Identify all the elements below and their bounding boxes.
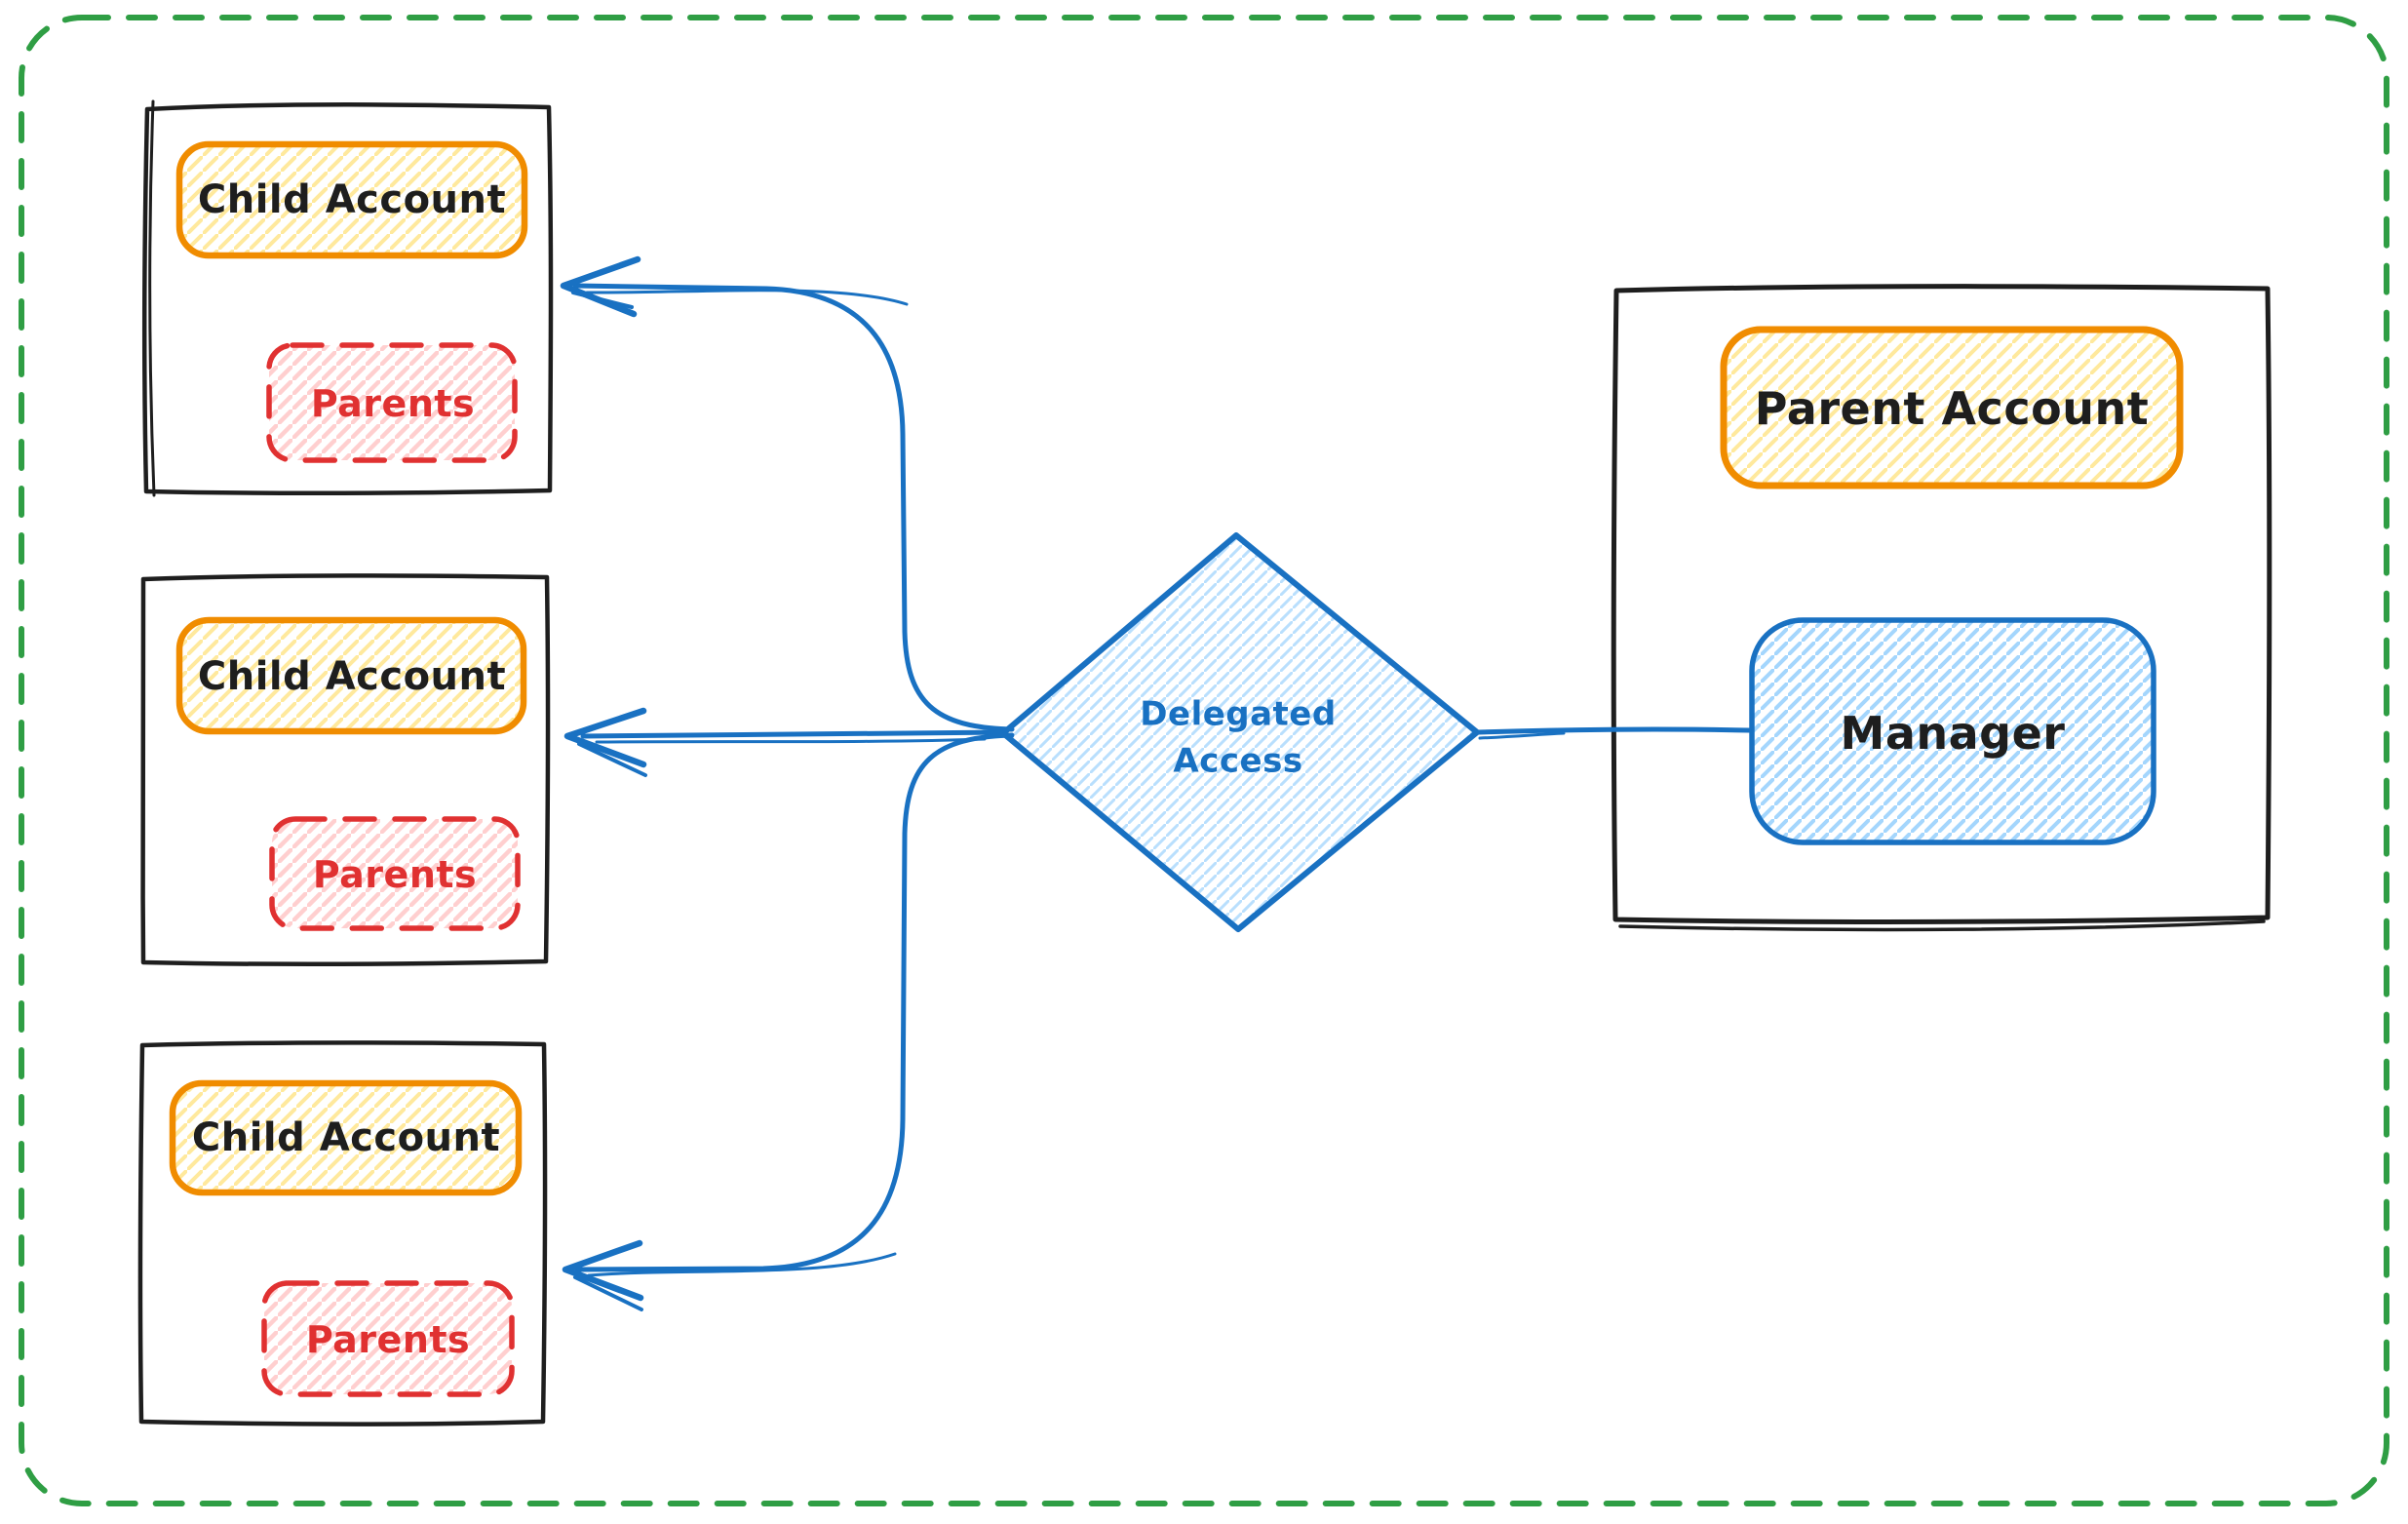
- arrow-to-child-3-head: [562, 1239, 644, 1302]
- delegated-access-label-line1: Delegated: [1140, 694, 1337, 734]
- child-card-1-parents-box: [266, 342, 518, 463]
- connectors: [560, 255, 1752, 1311]
- parent-account-label: Parent Account: [1754, 382, 2150, 435]
- child-card-3-account-label: Child Account: [191, 1115, 501, 1160]
- arrow-to-child-1-head: [560, 255, 641, 318]
- parent-card: [1611, 284, 2272, 932]
- arrow-to-child-2-shaft: [580, 729, 1009, 739]
- delegated-access-label: Delegated Access: [1140, 691, 1336, 786]
- manager-label: Manager: [1840, 707, 2066, 760]
- link-diamond-to-manager: [1475, 726, 1752, 735]
- arrow-to-child-2-sketch: [595, 737, 987, 744]
- arrow-to-child-2-head: [563, 707, 647, 768]
- child-card-1-account-label: Child Account: [197, 177, 507, 222]
- parent-card-box-sketch-stroke: [1618, 919, 2266, 932]
- delegated-access-diamond: [1000, 532, 1480, 932]
- arrow-to-child-3-shaft: [574, 732, 1015, 1272]
- child-card-3-box: [137, 1040, 548, 1426]
- child-card-3-account-pill: [169, 1079, 523, 1196]
- child-card-2-parents-box: [269, 816, 521, 931]
- child-card-2-account-label: Child Account: [197, 654, 507, 699]
- child-card-3-parents-label: Parents: [305, 1318, 471, 1361]
- child-card-2-account-pill: [175, 616, 527, 735]
- canvas-dashed-border: [19, 15, 2389, 1506]
- child-card-1-account-pill: [175, 140, 528, 259]
- arrow-to-child-1-head-sketch: [571, 291, 634, 309]
- child-card-3-parents-box: [261, 1280, 515, 1397]
- parent-card-box: [1611, 284, 2272, 924]
- child-card-1-parents-label: Parents: [310, 382, 476, 425]
- child-card-2: [140, 573, 551, 967]
- arrow-to-child-2-head-sketch: [577, 742, 647, 777]
- parent-account-pill: [1720, 326, 2184, 489]
- arrow-to-child-3-head-sketch: [573, 1275, 643, 1311]
- child-card-1-box: [141, 102, 554, 496]
- arrow-to-child-3-sketch: [587, 1252, 897, 1277]
- manager-box: [1749, 617, 2156, 845]
- child-card-2-box: [140, 573, 551, 967]
- arrow-to-child-1-sketch: [585, 289, 909, 306]
- child-card-3: [137, 1040, 548, 1426]
- child-card-2-parents-label: Parents: [312, 853, 478, 896]
- child-card-1: [141, 99, 554, 497]
- child-card-1-box-sketch-stroke: [148, 99, 156, 497]
- delegated-access-label-line2: Access: [1173, 742, 1303, 781]
- link-diamond-to-manager-sketch: [1478, 731, 1566, 740]
- arrow-to-child-1-shaft: [572, 283, 1015, 732]
